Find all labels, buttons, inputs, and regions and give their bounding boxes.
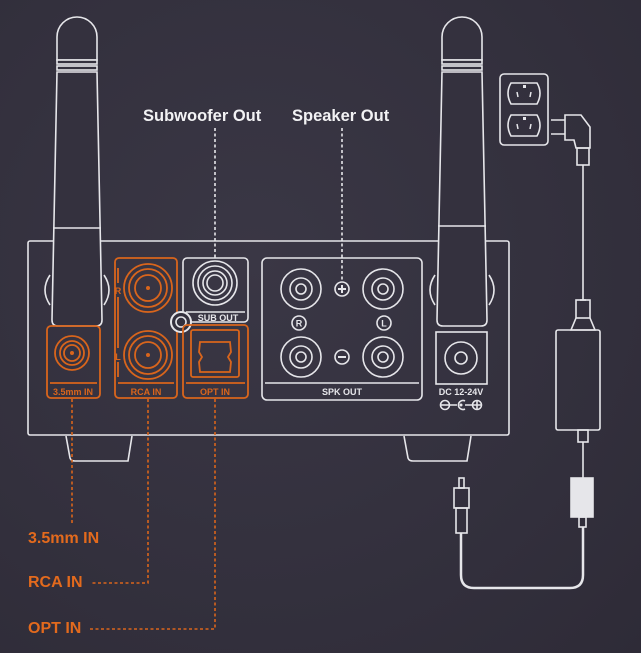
power-plug	[551, 114, 597, 331]
callout-opt-in: OPT IN	[28, 620, 82, 637]
subwoofer-out-callout: Subwoofer Out	[143, 107, 262, 125]
sub-out-panel: SUB OUT	[182, 257, 249, 323]
spk-left-label: L	[381, 319, 387, 329]
callout-3-5mm-in: 3.5mm IN	[28, 530, 100, 547]
antenna-left	[44, 16, 110, 327]
power-adapter	[555, 329, 601, 431]
antenna-right	[429, 16, 495, 327]
sub-out-label: SUB OUT	[198, 313, 239, 323]
rca-label: RCA IN	[131, 387, 162, 397]
spk-out-panel: R L SPK OUT	[261, 257, 423, 401]
opt-panel: OPT IN	[182, 324, 249, 399]
speaker-terminal-l-minus	[362, 336, 404, 378]
wall-outlet	[499, 73, 549, 146]
chassis	[27, 240, 510, 436]
foot-right	[403, 435, 472, 462]
callout-line-rca	[92, 399, 149, 584]
speaker-out-callout: Speaker Out	[292, 107, 390, 125]
dc-label: DC 12-24V	[439, 387, 484, 397]
dc-cable	[453, 429, 594, 590]
callout-line-opt	[90, 399, 216, 630]
callout-rca-in: RCA IN	[28, 574, 83, 591]
rca-panel: R L RCA IN	[114, 257, 178, 399]
dc-polarity-icon	[439, 399, 483, 411]
plus-icon	[334, 281, 350, 297]
speaker-terminal-r-minus	[280, 336, 322, 378]
ground-terminal	[170, 311, 192, 333]
opt-label: OPT IN	[200, 387, 230, 397]
dc-input-panel: DC 12-24V	[435, 331, 488, 411]
spk-right-label: R	[296, 319, 303, 329]
minus-icon	[334, 349, 350, 365]
rca-left-label: L	[115, 352, 121, 362]
speaker-terminal-l-plus	[362, 268, 404, 310]
spk-out-label: SPK OUT	[322, 387, 363, 397]
foot-left	[65, 435, 133, 462]
rca-right-label: R	[115, 286, 122, 296]
jack-3-5mm-panel: 3.5mm IN	[46, 325, 101, 399]
jack-3-5mm-label: 3.5mm IN	[53, 387, 93, 397]
speaker-terminal-r-plus	[280, 268, 322, 310]
